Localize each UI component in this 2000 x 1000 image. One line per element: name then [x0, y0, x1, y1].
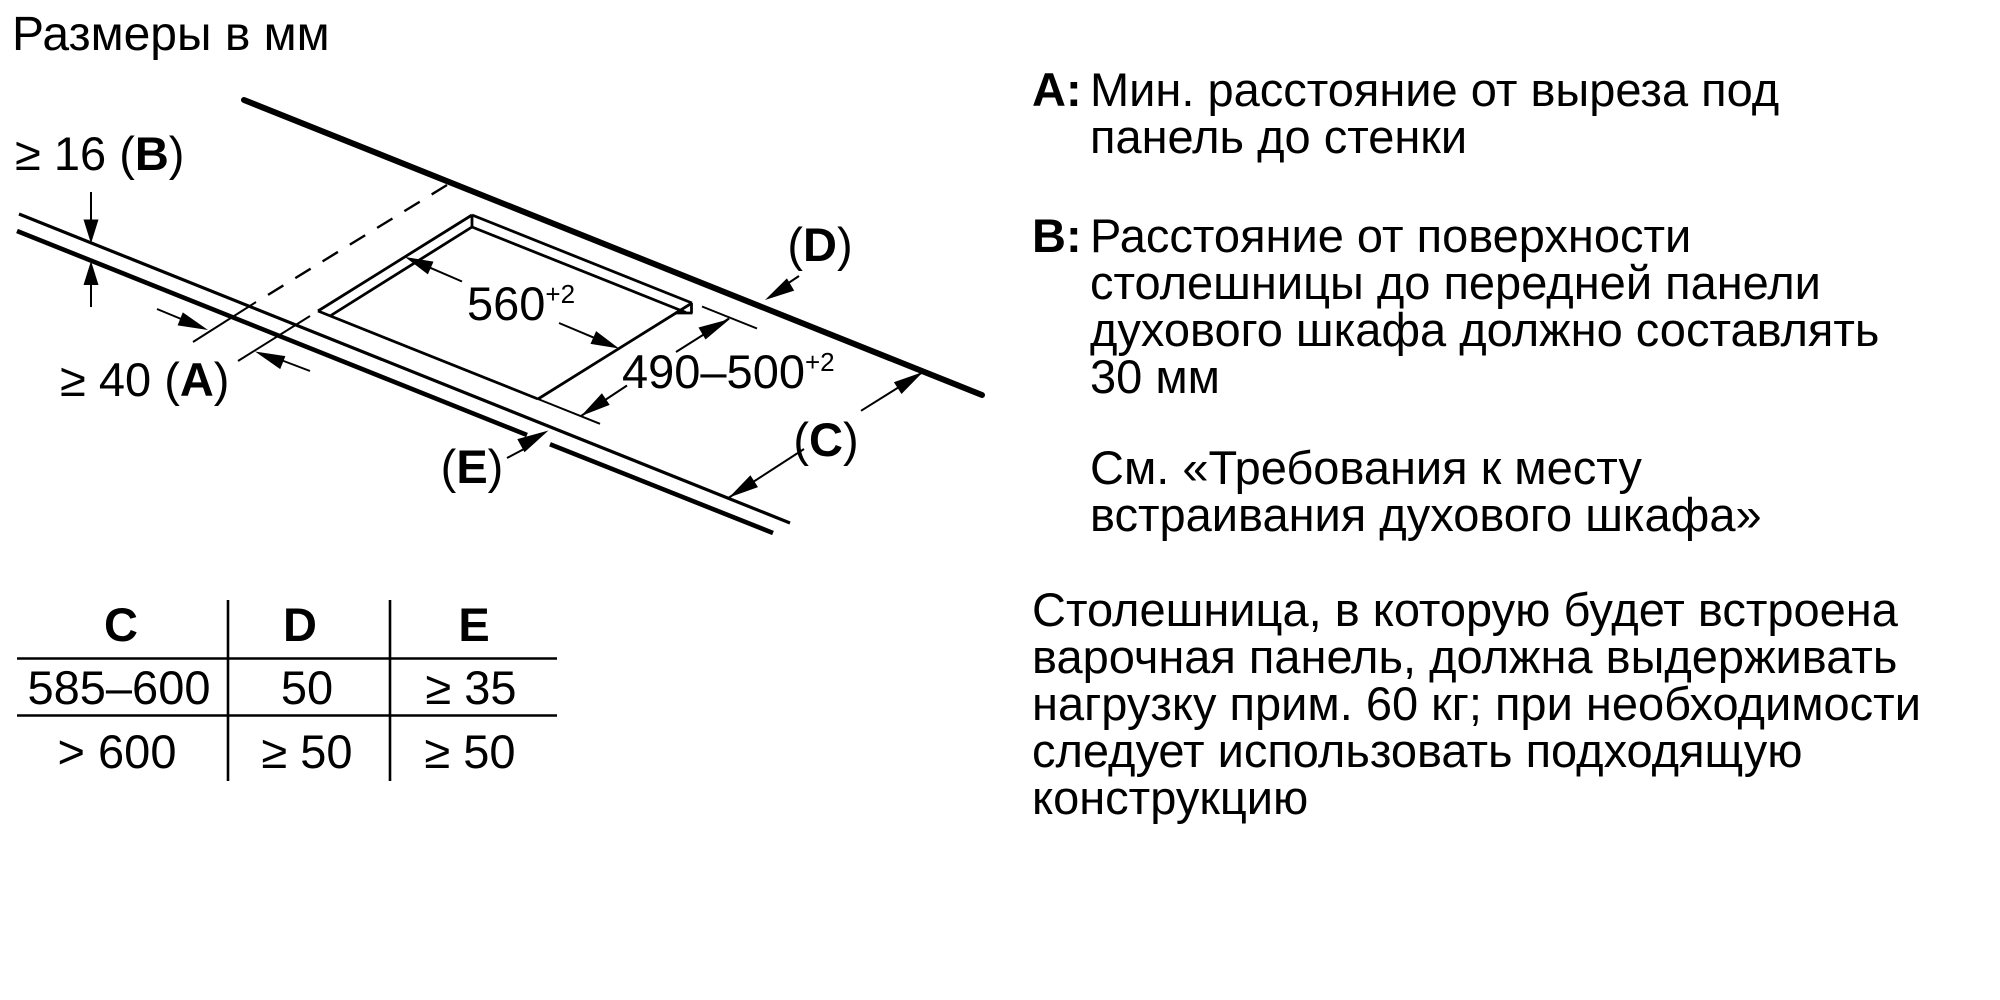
svg-text:D: D [283, 598, 317, 651]
svg-text:> 600: > 600 [58, 725, 177, 778]
svg-text:C: C [104, 598, 138, 651]
svg-text:490–500+2: 490–500+2 [622, 345, 835, 398]
svg-text:E: E [458, 598, 489, 651]
svg-text:50: 50 [281, 661, 333, 714]
svg-text:560+2: 560+2 [467, 277, 575, 330]
svg-text:(C): (C) [793, 413, 858, 466]
svg-text:≥ 50: ≥ 50 [261, 725, 352, 778]
svg-text:≥ 50: ≥ 50 [424, 725, 515, 778]
svg-text:≥ 35: ≥ 35 [425, 661, 516, 714]
svg-text:≥ 40 (A): ≥ 40 (A) [60, 353, 229, 406]
svg-text:585–600: 585–600 [28, 661, 211, 714]
svg-text:(D): (D) [787, 218, 852, 271]
svg-text:(E): (E) [441, 440, 504, 493]
svg-text:Размеры в мм: Размеры в мм [12, 8, 330, 61]
svg-text:≥ 16 (B): ≥ 16 (B) [15, 127, 184, 180]
